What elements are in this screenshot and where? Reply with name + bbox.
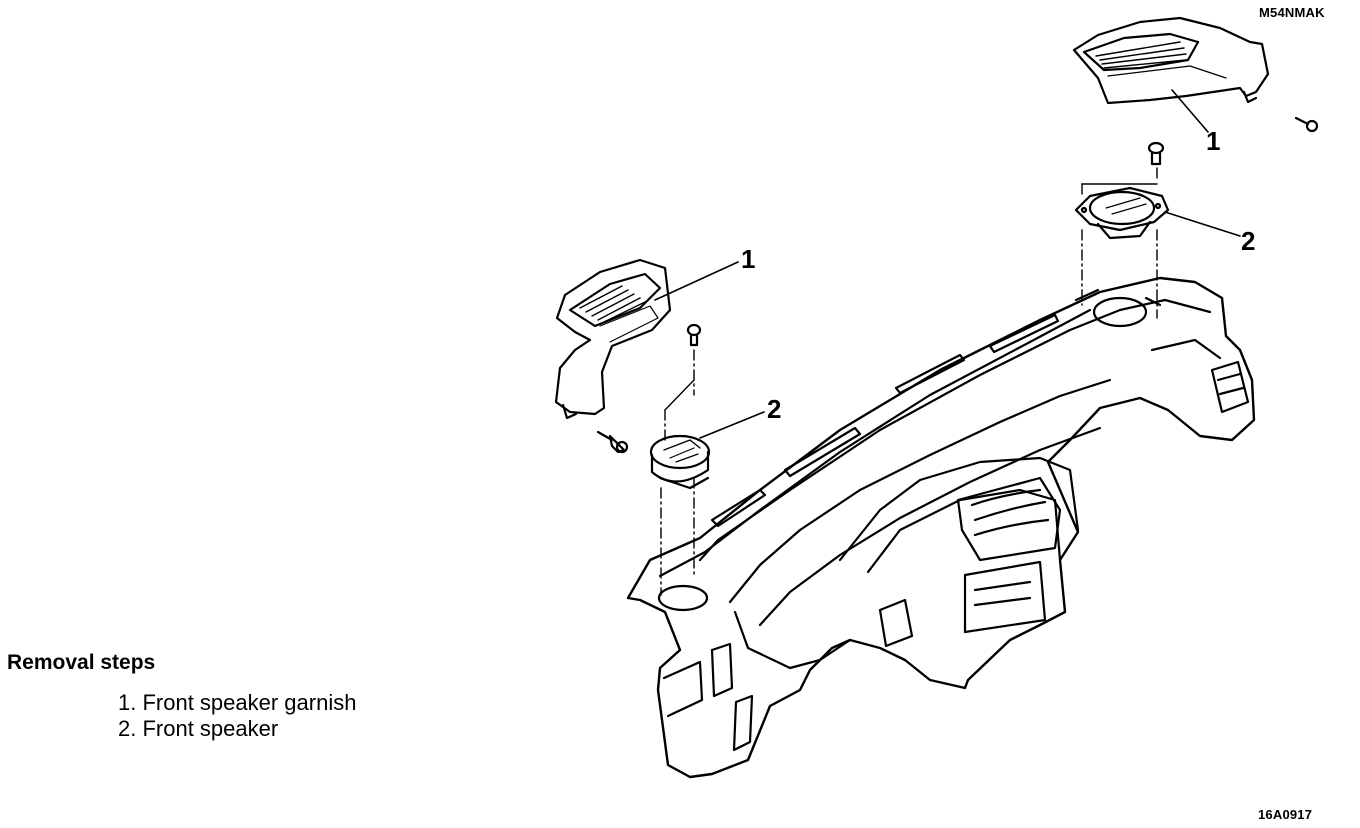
callout-garnish-right: 1 (1206, 126, 1221, 156)
figure-code: 16A0917 (1258, 807, 1313, 822)
right-speaker-bolt-icon (1147, 141, 1165, 166)
removal-step-item: 2. Front speaker (118, 716, 279, 741)
callout-speaker-right: 2 (1241, 226, 1256, 256)
leader-lines (654, 89, 1241, 439)
right-front-speaker (1074, 186, 1170, 240)
left-garnish-screw-icon (596, 430, 629, 454)
left-speaker-bolt-icon (686, 323, 702, 347)
left-speaker-garnish (554, 258, 672, 420)
callout-garnish-left: 1 (741, 244, 756, 274)
left-front-speaker (649, 434, 711, 490)
document-code: M54NMAK (1259, 5, 1325, 20)
right-garnish-screw-icon (1294, 116, 1319, 133)
removal-step-item: 1. Front speaker garnish (118, 690, 357, 715)
callout-speaker-left: 2 (767, 394, 782, 424)
instrument-panel (626, 276, 1256, 779)
left-alignment-lines (660, 349, 695, 596)
right-alignment-lines (1081, 167, 1158, 319)
right-speaker-garnish (1072, 16, 1270, 105)
removal-steps-title: Removal steps (7, 651, 156, 674)
